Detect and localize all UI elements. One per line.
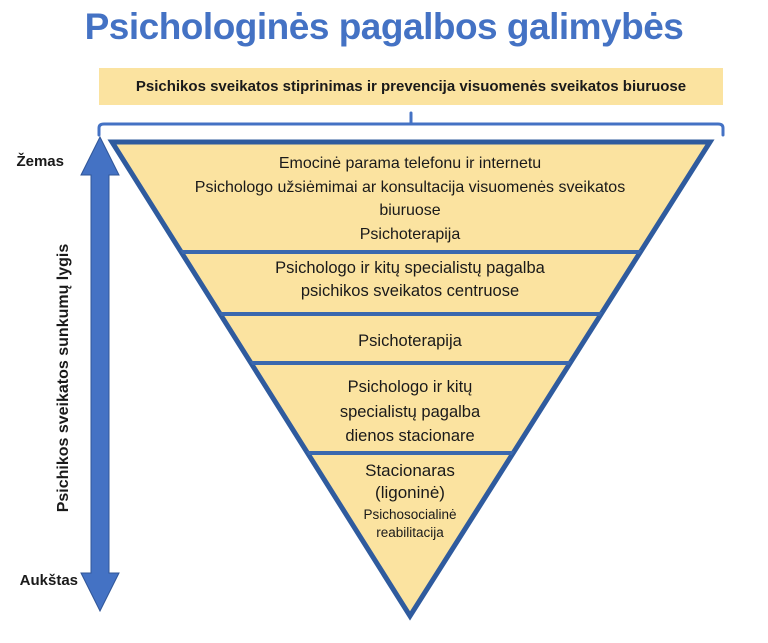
pyramid-tier-2-text: Psichologo ir kitų specialistų pagalba p… (275, 259, 545, 300)
pyramid-tier-3-text: Psichoterapija (358, 332, 462, 350)
page-title: Psichologinės pagalbos galimybės (84, 6, 684, 47)
span-bracket-icon (97, 111, 725, 137)
axis-low-label: Žemas (16, 153, 64, 170)
tier-dividers (112, 250, 710, 455)
severity-arrow-icon (80, 135, 120, 613)
axis-title-rotated: Psichikos sveikatos sunkumų lygis (55, 243, 72, 513)
pyramid-shape (107, 139, 715, 621)
axis-high-label: Aukštas (19, 572, 78, 589)
pyramid-tier-5-text: Stacionaras (ligoninė) (365, 461, 455, 502)
prevention-banner-text: Psichikos sveikatos stiprinimas ir preve… (135, 78, 687, 95)
prevention-banner: Psichikos sveikatos stiprinimas ir preve… (99, 68, 723, 105)
pyramid-tier-4-text: Psichologo ir kitų specialistų pagalba d… (339, 378, 481, 445)
pyramid-tier-5-subtext: Psichosocialinė reabilitacija (363, 507, 457, 540)
pyramid-tier-1-text: Emocinė parama telefonu ir internetu Psi… (194, 155, 626, 243)
